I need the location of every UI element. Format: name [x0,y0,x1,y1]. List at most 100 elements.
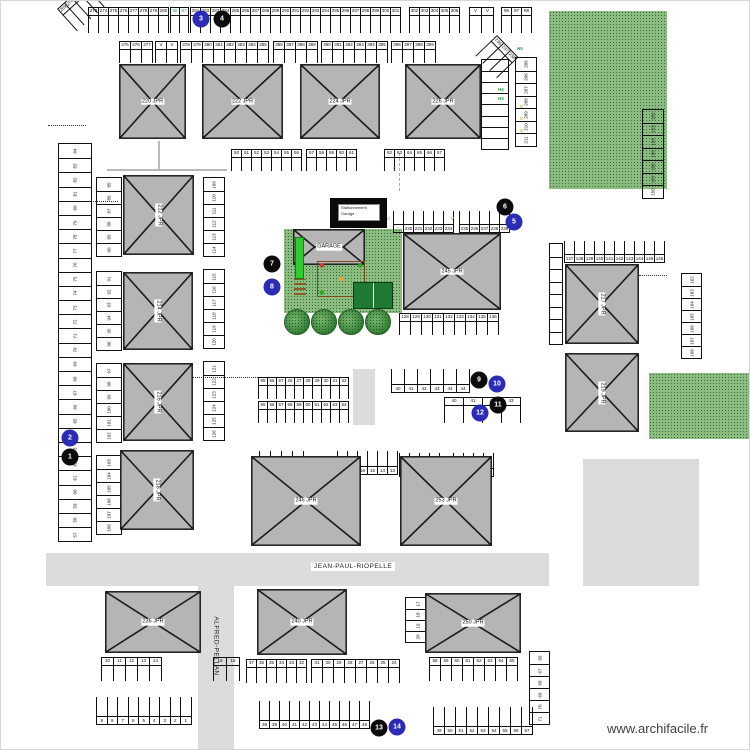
parking-stall[interactable]: 389 [306,42,317,63]
parking-stall[interactable]: V [469,8,481,33]
parking-stall[interactable]: 41 [404,369,417,392]
parking-stall[interactable]: 70 [59,342,91,357]
parking-stall[interactable]: 88 [97,217,121,230]
parking-stall[interactable]: 75 [59,271,91,286]
parking-stall[interactable]: 60 [336,150,346,171]
parking-stall[interactable]: 73 [59,300,91,314]
parking-stall[interactable]: 35 [266,660,276,683]
parking-stall[interactable]: 128 [399,314,410,335]
parking-stall[interactable]: 99 [97,390,121,403]
parking-stall[interactable]: 52 [251,150,261,171]
parking-stall[interactable]: 28 [344,660,355,683]
parking-stall[interactable]: 139 [584,241,594,262]
parking-stall[interactable]: 152 [643,110,663,123]
parking-stall[interactable]: 42 [299,701,309,728]
parking-stall[interactable]: 83 [59,158,91,172]
parking-stall[interactable]: 56 [291,150,301,171]
green-area-lawn-top-right[interactable] [549,11,667,189]
parking-stall[interactable]: 78 [59,229,91,243]
parking-stall[interactable]: 386 [273,42,284,63]
parking-stall[interactable]: 206 [516,70,536,84]
parking-stall[interactable]: 388 [295,42,306,63]
parking-stall[interactable]: 397 [402,42,413,63]
parking-stall[interactable]: 164 [682,298,701,310]
parking-stall[interactable]: 393 [354,42,365,63]
parking-stall[interactable]: 20 [406,631,430,642]
parking-stall[interactable]: 36 [256,660,266,683]
parking-stall[interactable]: 55 [258,402,267,423]
parking-stall[interactable]: 10 [101,658,113,681]
marker-10[interactable]: 10 [488,375,506,393]
building-c1[interactable]: 245 JPR [403,233,501,310]
parking-stall[interactable]: 122 [204,375,224,388]
parking-stall[interactable]: 134 [465,314,476,335]
parking-stall[interactable]: 92 [97,285,121,298]
parking-stall[interactable]: 3 [159,697,170,724]
parking-stall[interactable]: 157 [643,172,663,186]
parking-stall[interactable]: 64 [339,402,348,423]
parking-stall[interactable]: 30 [321,378,330,399]
marker-4[interactable]: 4 [213,10,231,28]
parking-stall[interactable]: 120 [204,335,224,348]
parking-stall[interactable]: 40 [391,369,404,392]
parking-stall[interactable]: 72 [59,314,91,328]
parking-stall[interactable]: 66 [267,378,276,399]
parking-stall[interactable]: 110 [204,191,224,204]
parking-stall[interactable]: 66 [59,399,91,413]
parking-stall[interactable]: 156 [643,160,663,173]
parking-stall[interactable]: 105 [97,482,121,495]
parking-stall[interactable]: 97 [511,8,521,33]
parking-stall[interactable]: 58 [429,658,440,681]
parking-stall[interactable] [482,71,508,82]
parking-stall[interactable]: 60 [59,484,91,499]
parking-stall[interactable]: 64 [495,658,506,681]
parking-stall[interactable]: 101 [97,416,121,429]
parking-stall[interactable]: 54 [271,150,281,171]
parking-stall[interactable]: 71 [530,712,549,724]
parking-stall[interactable]: 133 [454,314,465,335]
parking-stall[interactable]: 111 [204,204,224,217]
parking-stall[interactable]: 285 [230,8,240,33]
parking-stall[interactable]: 62 [384,150,394,171]
parking-stall[interactable]: 144 [634,241,644,262]
parking-stall[interactable]: 155 [643,147,663,161]
parking-stall[interactable]: 168 [682,346,701,358]
parking-stall[interactable]: 61 [346,150,356,171]
parking-stall[interactable]: 381 [213,42,224,63]
parking-stall[interactable]: 64 [404,150,414,171]
parking-stall[interactable]: 9 [96,697,107,724]
parking-stall[interactable]: 57 [276,402,285,423]
parking-stall[interactable]: 66 [530,652,549,664]
building-t1[interactable]: 220 JPR [119,64,186,139]
parking-stall[interactable]: 166 [682,322,701,334]
parking-stall[interactable]: 7 [117,697,128,724]
parking-stall[interactable]: 281 [190,8,200,33]
parking-stall[interactable] [550,281,562,295]
building-t2[interactable]: 222 JPR [202,64,283,139]
parking-stall[interactable] [550,294,562,307]
parking-stall[interactable]: 34 [276,660,286,683]
parking-stall[interactable]: 67 [530,664,549,676]
parking-stall[interactable]: 90 [97,243,121,256]
parking-stall[interactable]: 274 [98,8,108,33]
parking-stall[interactable]: 61 [312,402,321,423]
parking-stall[interactable]: 59 [326,150,336,171]
parking-stall[interactable]: 57 [306,150,316,171]
parking-stall[interactable]: 158 [643,185,663,198]
parking-stall[interactable]: 288 [260,8,270,33]
parking-stall[interactable]: 54 [488,707,499,734]
parking-stall[interactable]: 81 [59,186,91,201]
parking-stall[interactable]: 238 [489,211,499,232]
